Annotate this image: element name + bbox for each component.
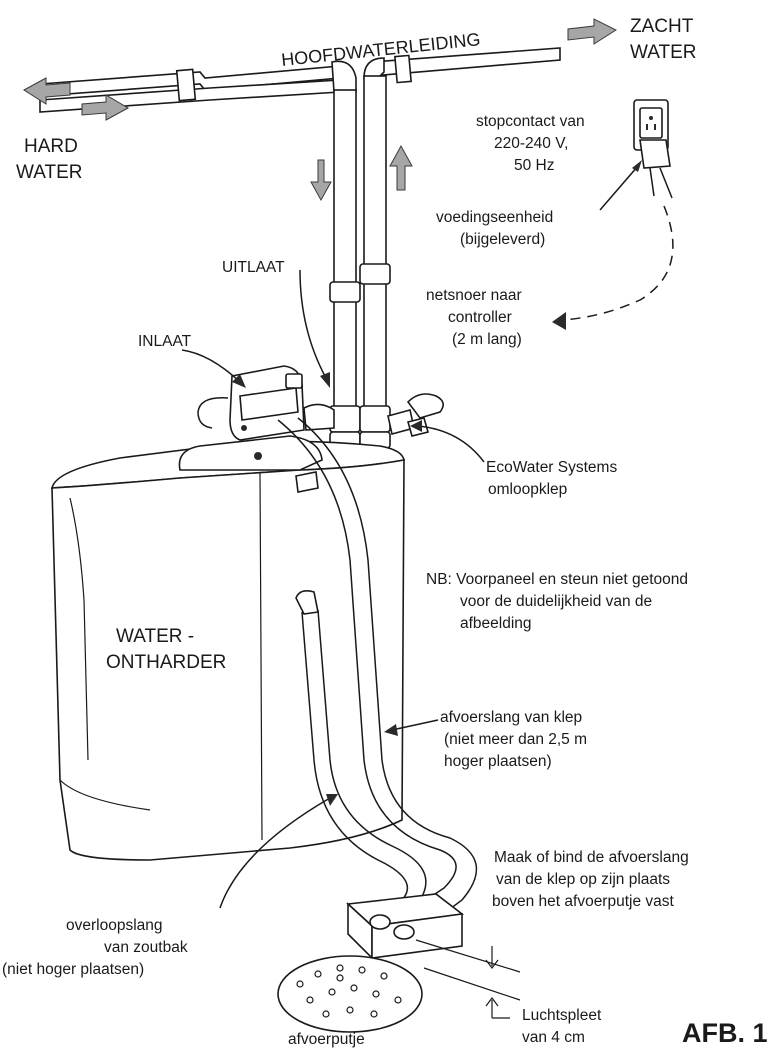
soft-water-label-2: WATER bbox=[630, 42, 697, 63]
fasten-label-3: boven het afvoerputje vast bbox=[492, 893, 675, 910]
outlet-label: UITLAAT bbox=[222, 259, 285, 276]
wall-socket bbox=[633, 99, 669, 151]
air-gap-label-2: van 4 cm bbox=[522, 1029, 585, 1046]
bypass-label-1: EcoWater Systems bbox=[486, 459, 617, 476]
fasten-label-2: van de klep op zijn plaats bbox=[496, 871, 670, 888]
cord-label-3: (2 m lang) bbox=[452, 331, 522, 348]
hard-water-label-2: WATER bbox=[16, 162, 83, 183]
figure-label: AFB. 1 bbox=[682, 1018, 768, 1048]
riser-pipes bbox=[329, 75, 391, 449]
socket-label-2: 220-240 V, bbox=[494, 135, 568, 152]
drain-hose-label-2: (niet meer dan 2,5 m bbox=[444, 731, 587, 748]
cord-label-1: netsnoer naar bbox=[426, 287, 522, 304]
floor-drain bbox=[277, 955, 423, 1033]
overflow-label-2: van zoutbak bbox=[104, 939, 188, 956]
power-unit bbox=[639, 139, 673, 199]
softener-label-2: ONTHARDER bbox=[106, 652, 226, 673]
note-label-3: afbeelding bbox=[460, 615, 532, 632]
overflow-label-3: (niet hoger plaatsen) bbox=[2, 961, 144, 978]
power-unit-label-1: voedingseenheid bbox=[436, 209, 553, 226]
arrow-right-icon bbox=[81, 94, 130, 121]
hard-water-label-1: HARD bbox=[24, 136, 78, 157]
overflow-label-1: overloopslang bbox=[66, 917, 163, 934]
main-water-line bbox=[39, 47, 561, 113]
overflow-hose bbox=[295, 590, 427, 919]
bypass-label-2: omloopklep bbox=[488, 481, 567, 498]
valve-drain-hose bbox=[277, 417, 478, 919]
power-unit-label-2: (bijgeleverd) bbox=[460, 231, 545, 248]
softener-label-1: WATER - bbox=[116, 626, 194, 647]
fasten-label-1: Maak of bind de afvoerslang bbox=[494, 849, 689, 866]
soft-water-label-1: ZACHT bbox=[630, 16, 694, 37]
arrow-left-icon bbox=[23, 77, 71, 105]
floor-drain-label: afvoerputje bbox=[288, 1031, 365, 1048]
control-valve bbox=[178, 365, 335, 493]
air-gap-label-1: Luchtspleet bbox=[522, 1007, 602, 1024]
socket-label-3: 50 Hz bbox=[514, 157, 555, 174]
drain-hose-label-1: afvoerslang van klep bbox=[440, 709, 582, 726]
note-label-1: NB: Voorpaneel en steun niet getoond bbox=[426, 571, 688, 588]
drain-hose-label-3: hoger plaatsen) bbox=[444, 753, 552, 770]
cord-label-2: controller bbox=[448, 309, 512, 326]
arrow-down-icon bbox=[310, 159, 332, 202]
note-label-2: voor de duidelijkheid van de bbox=[460, 593, 652, 610]
flow-arrows bbox=[23, 18, 618, 202]
air-gap-dimension bbox=[415, 939, 521, 1019]
arrow-up-icon bbox=[389, 144, 413, 191]
inlet-label: INLAAT bbox=[138, 333, 192, 350]
socket-label-1: stopcontact van bbox=[476, 113, 585, 130]
softener-cabinet bbox=[50, 440, 405, 861]
arrow-right-icon bbox=[567, 18, 618, 45]
